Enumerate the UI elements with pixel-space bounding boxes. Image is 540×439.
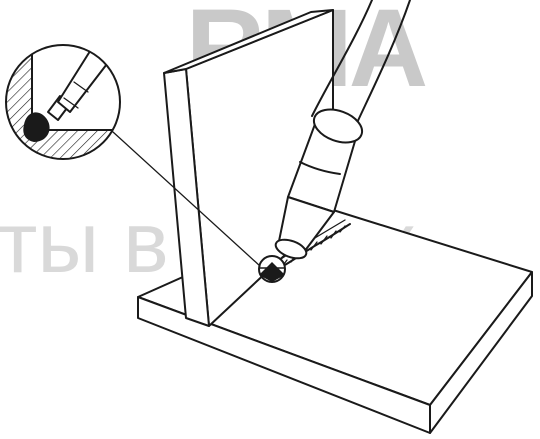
weld-spot — [258, 255, 286, 283]
leader-line — [112, 131, 261, 267]
welding-torch — [274, 108, 364, 260]
magnified-weld-detail-icon — [5, 44, 121, 160]
vertical-plate — [163, 9, 334, 327]
